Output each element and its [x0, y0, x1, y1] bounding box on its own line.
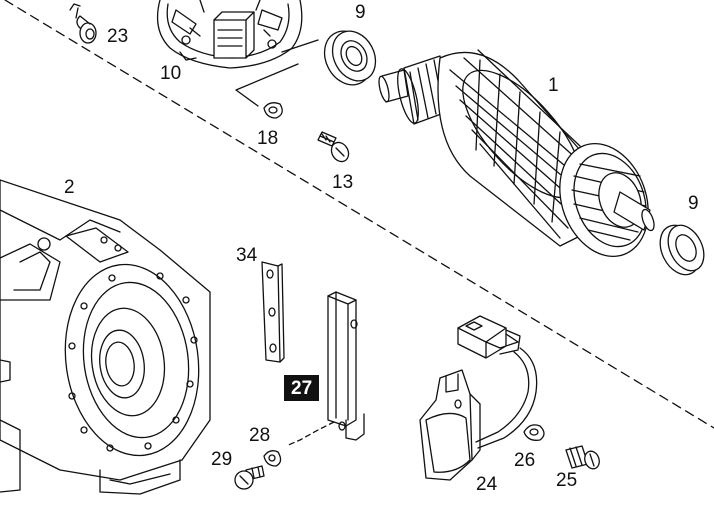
clip-part-23 [69, 3, 97, 44]
part-number-10: 10 [160, 63, 182, 84]
armature-part-1 [378, 49, 655, 258]
washer-part-26 [523, 424, 545, 441]
part-number-27-highlighted: 27 [284, 375, 320, 401]
part-number-9-upper: 9 [355, 2, 366, 23]
part-number-34: 34 [236, 245, 258, 266]
part-number-29: 29 [211, 449, 233, 470]
part-number-24: 24 [476, 474, 498, 495]
part-number-23: 23 [107, 26, 129, 47]
part-number-9-lower: 9 [688, 193, 699, 214]
bearing-part-9-upper [323, 30, 377, 86]
part-number-2: 2 [64, 177, 75, 198]
screw-part-13 [317, 131, 350, 163]
part-number-18: 18 [257, 128, 279, 149]
brush-holder-part-10 [156, 0, 303, 69]
bearing-part-9-lower [659, 224, 705, 276]
part-number-28: 28 [249, 425, 271, 446]
part-number-13: 13 [332, 172, 354, 193]
washer-part-28 [263, 450, 282, 467]
washer-part-18 [263, 102, 283, 119]
leader-lines-10-18 [235, 39, 319, 107]
bracket-part-27 [285, 291, 365, 447]
screw-part-25 [565, 445, 600, 470]
assembly-axis-line [4, 0, 714, 429]
gear-housing-part-2 [0, 179, 211, 495]
part-number-26: 26 [514, 450, 536, 471]
part-number-25: 25 [556, 470, 578, 491]
part-number-1: 1 [548, 75, 559, 96]
screw-part-29 [234, 465, 265, 490]
plate-part-34 [261, 261, 285, 363]
sensor-part-24 [419, 315, 538, 481]
